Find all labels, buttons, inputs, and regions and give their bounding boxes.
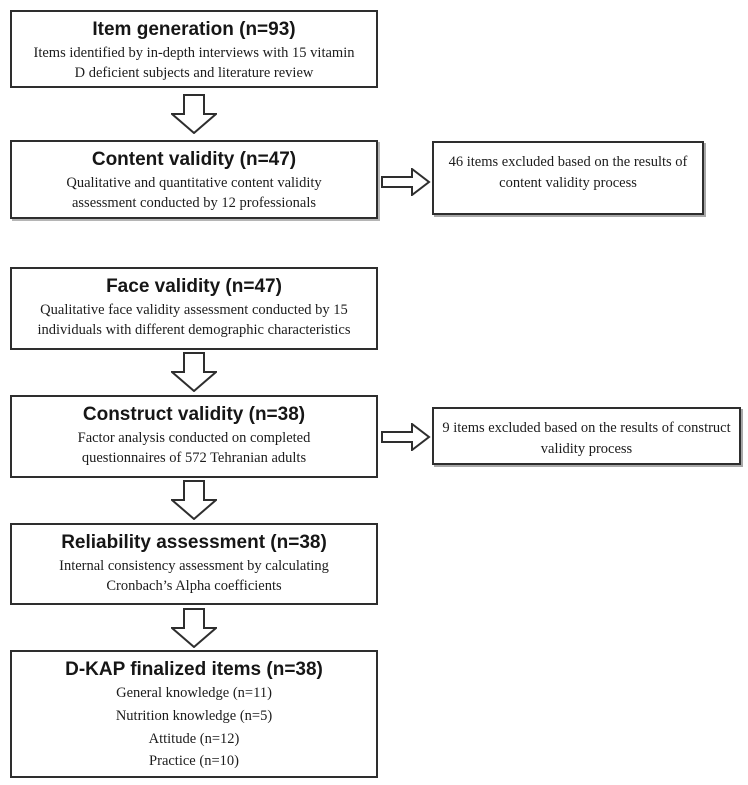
right-arrow-icon <box>381 423 431 451</box>
box-title: Face validity (n=47) <box>106 276 282 297</box>
content-excluded-box: 46 items excluded based on the results o… <box>432 141 704 215</box>
dkap-line-general-knowledge: General knowledge (n=11) <box>116 684 272 701</box>
dkap-line-practice: Practice (n=10) <box>149 753 239 770</box>
box-body: Internal consistency assessment by calcu… <box>59 557 329 594</box>
dkap-line-attitude: Attitude (n=12) <box>148 730 240 747</box>
box-body: Factor analysis conducted on completed q… <box>77 429 311 466</box>
side-box-text: 9 items excluded based on the results of… <box>442 420 731 458</box>
right-arrow-icon <box>381 168 431 196</box>
dkap-line-nutrition-knowledge: Nutrition knowledge (n=5) <box>115 707 273 724</box>
construct-validity-box: Construct validity (n=38) Factor analysi… <box>10 395 378 478</box>
box-title: Construct validity (n=38) <box>82 404 306 425</box>
down-arrow-icon <box>171 480 217 520</box>
box-body: Qualitative face validity assessment con… <box>37 301 351 338</box>
face-validity-box: Face validity (n=47) Qualitative face va… <box>10 267 378 350</box>
item-generation-box: Item generation (n=93) Items identified … <box>10 10 378 88</box>
box-body: Qualitative and quantitative content val… <box>66 174 322 211</box>
down-arrow-icon <box>171 352 217 392</box>
reliability-assessment-box: Reliability assessment (n=38) Internal c… <box>10 523 378 605</box>
box-title: Content validity (n=47) <box>91 149 297 170</box>
down-arrow-icon <box>171 608 217 648</box>
box-body: Items identified by in-depth interviews … <box>33 44 355 81</box>
box-title: D-KAP finalized items (n=38) <box>65 659 323 680</box>
down-arrow-icon <box>171 94 217 134</box>
side-box-text: 46 items excluded based on the results o… <box>448 154 688 192</box>
dkap-finalized-box: D-KAP finalized items (n=38) General kno… <box>10 650 378 778</box>
content-validity-box: Content validity (n=47) Qualitative and … <box>10 140 378 219</box>
box-title: Reliability assessment (n=38) <box>61 532 327 553</box>
construct-excluded-box: 9 items excluded based on the results of… <box>432 407 741 465</box>
box-title: Item generation (n=93) <box>92 19 296 40</box>
